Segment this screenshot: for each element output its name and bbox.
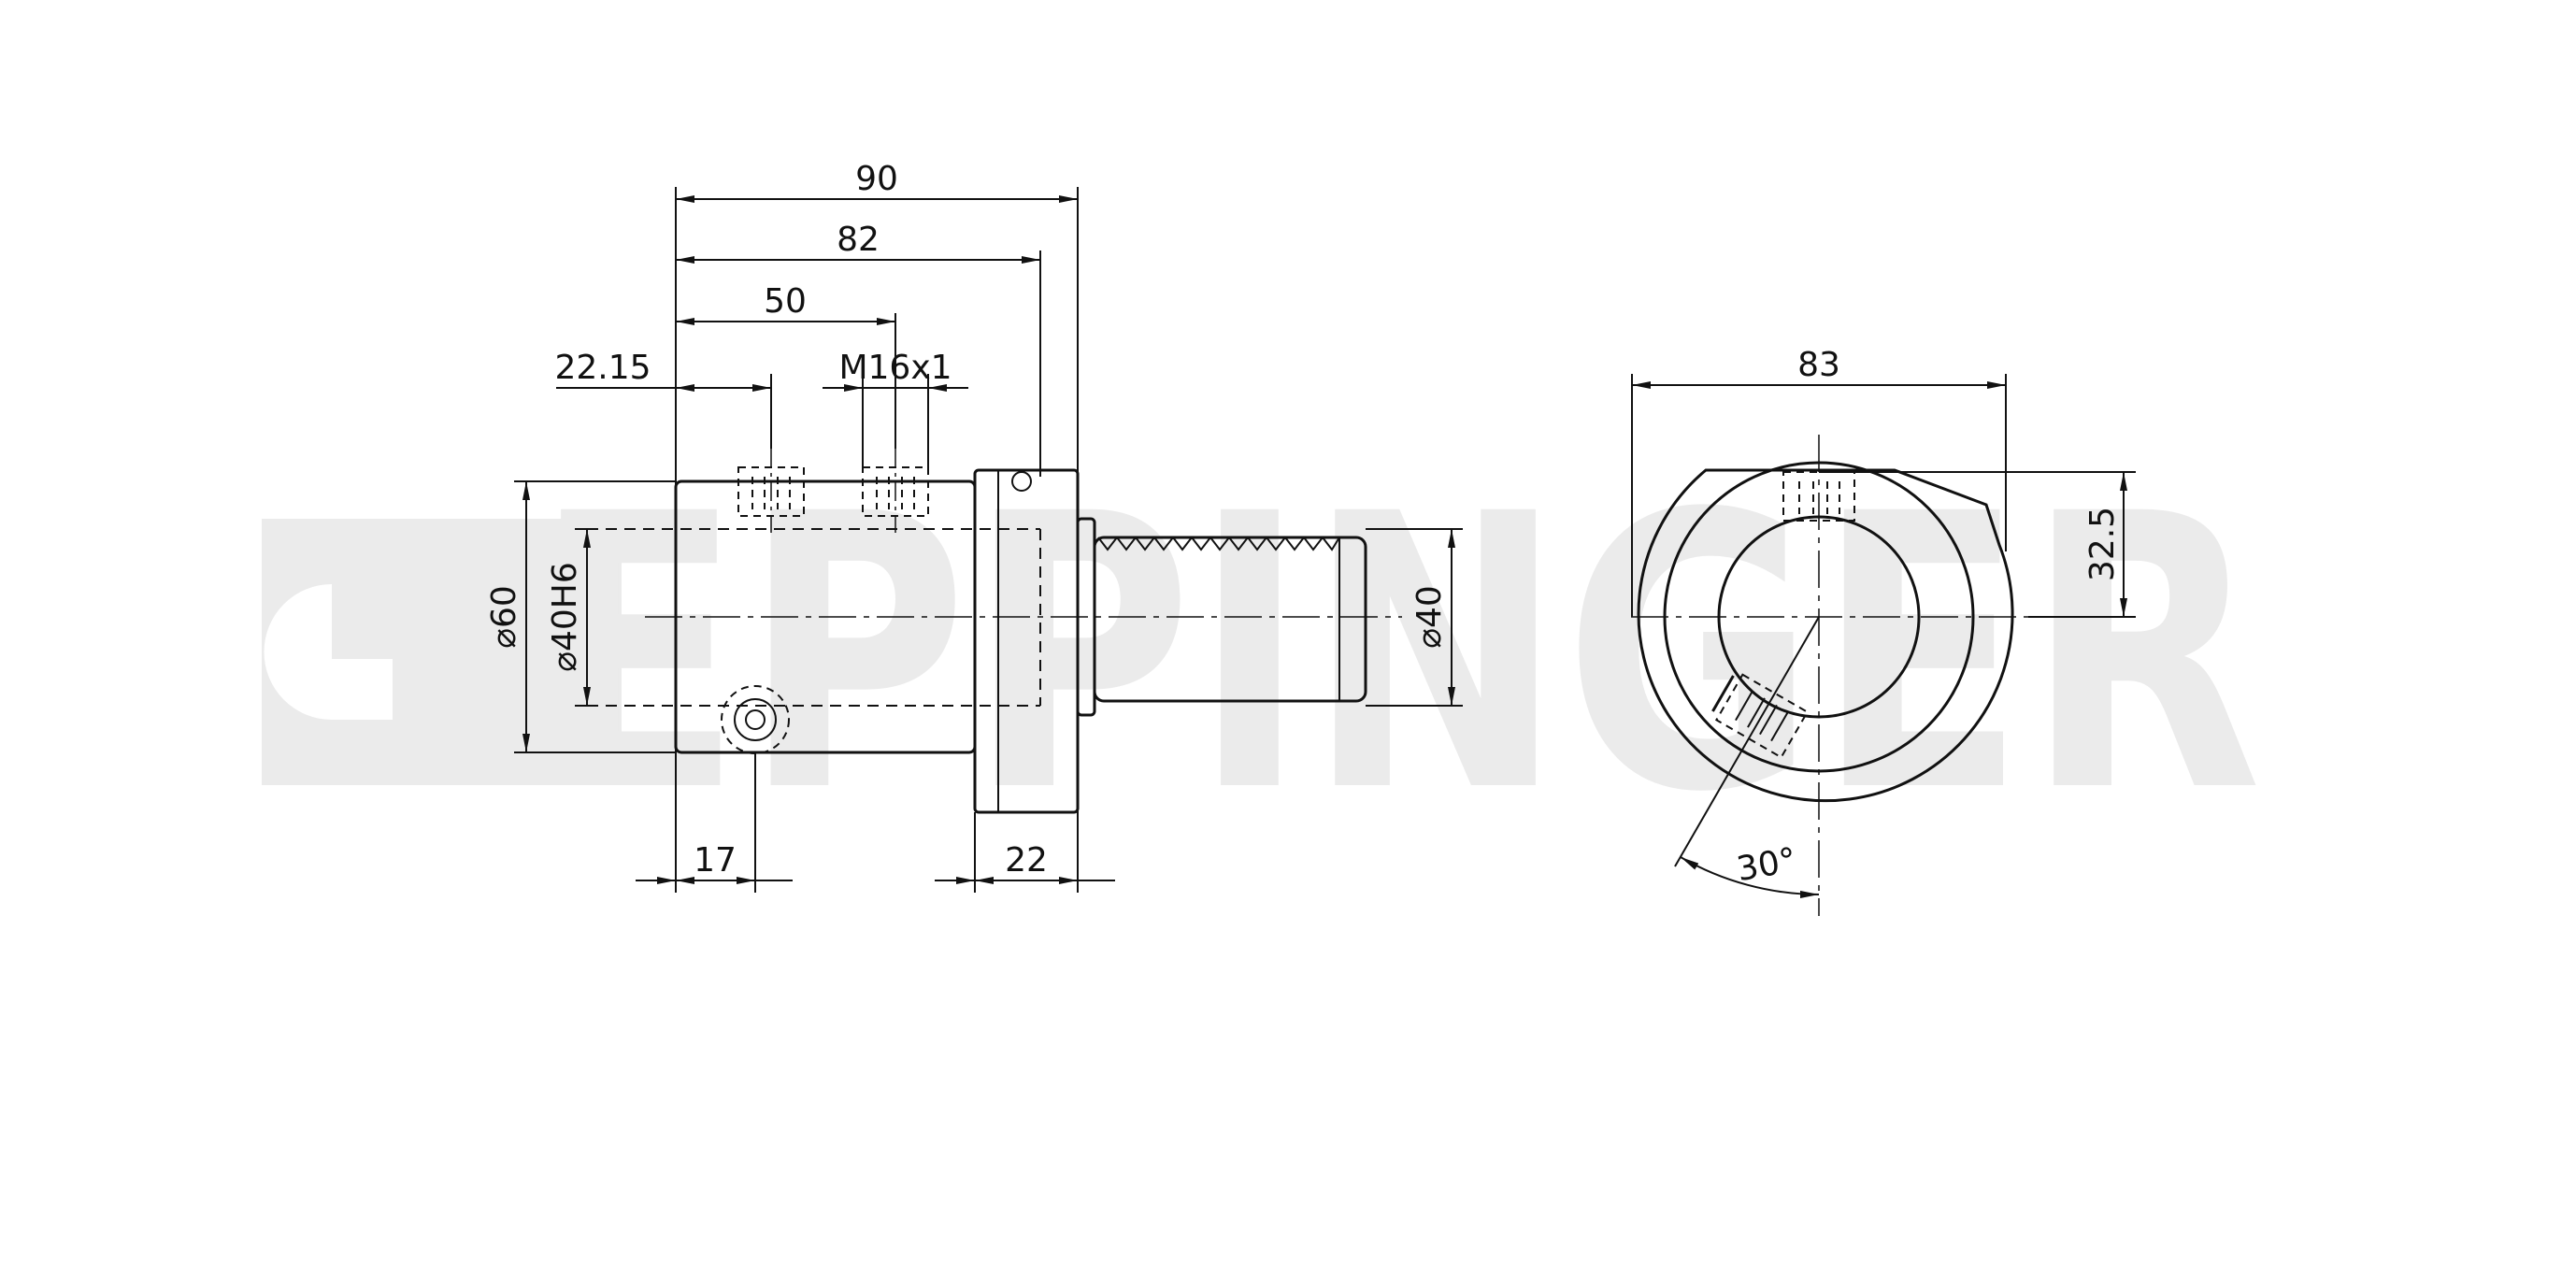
- angle-ray: [1674, 616, 1820, 867]
- shank-serration: [1097, 536, 1340, 551]
- watermark: EPPINGER: [262, 434, 2262, 875]
- front-view: [1631, 435, 2038, 916]
- watermark-logo: [262, 519, 622, 785]
- front-outline: [1637, 468, 2014, 803]
- watermark-text: EPPINGER: [533, 434, 2262, 875]
- bottom-screw: [721, 685, 790, 754]
- dim-shank-diameter: ⌀40: [1410, 585, 1449, 648]
- dim-outer-diameter: ⌀60: [485, 585, 523, 648]
- dim-thread-size: M16x1: [838, 349, 952, 387]
- dim-bottom-screw: 17: [694, 841, 737, 880]
- front-dimension-texts: 83 32.5 30°: [1734, 346, 2122, 889]
- dim-flange-width: 22: [1005, 841, 1048, 880]
- dim-front-height: 32.5: [2083, 507, 2122, 581]
- flange-hole: [1011, 471, 1032, 492]
- dim-bore-diameter: ⌀40H6: [546, 562, 584, 671]
- dim-total-length: 90: [855, 160, 898, 198]
- side-dimension-texts: 90 82 50 22.15 M16x1 ⌀60 ⌀40H6 ⌀40 17 22: [485, 160, 1449, 880]
- dim-body-length: 82: [837, 221, 880, 259]
- top-screw-2: [862, 466, 929, 517]
- side-dimension-lines: [514, 187, 1463, 893]
- front-dimension-lines: [1631, 374, 2136, 898]
- front-top-screw: [1782, 471, 1855, 522]
- dim-first-screw: 22.15: [554, 349, 651, 387]
- hidden-bore: [587, 528, 1041, 707]
- angle-arc: [1680, 856, 1820, 898]
- dim-thread-position: 50: [764, 282, 807, 321]
- dim-front-width: 83: [1797, 346, 1840, 384]
